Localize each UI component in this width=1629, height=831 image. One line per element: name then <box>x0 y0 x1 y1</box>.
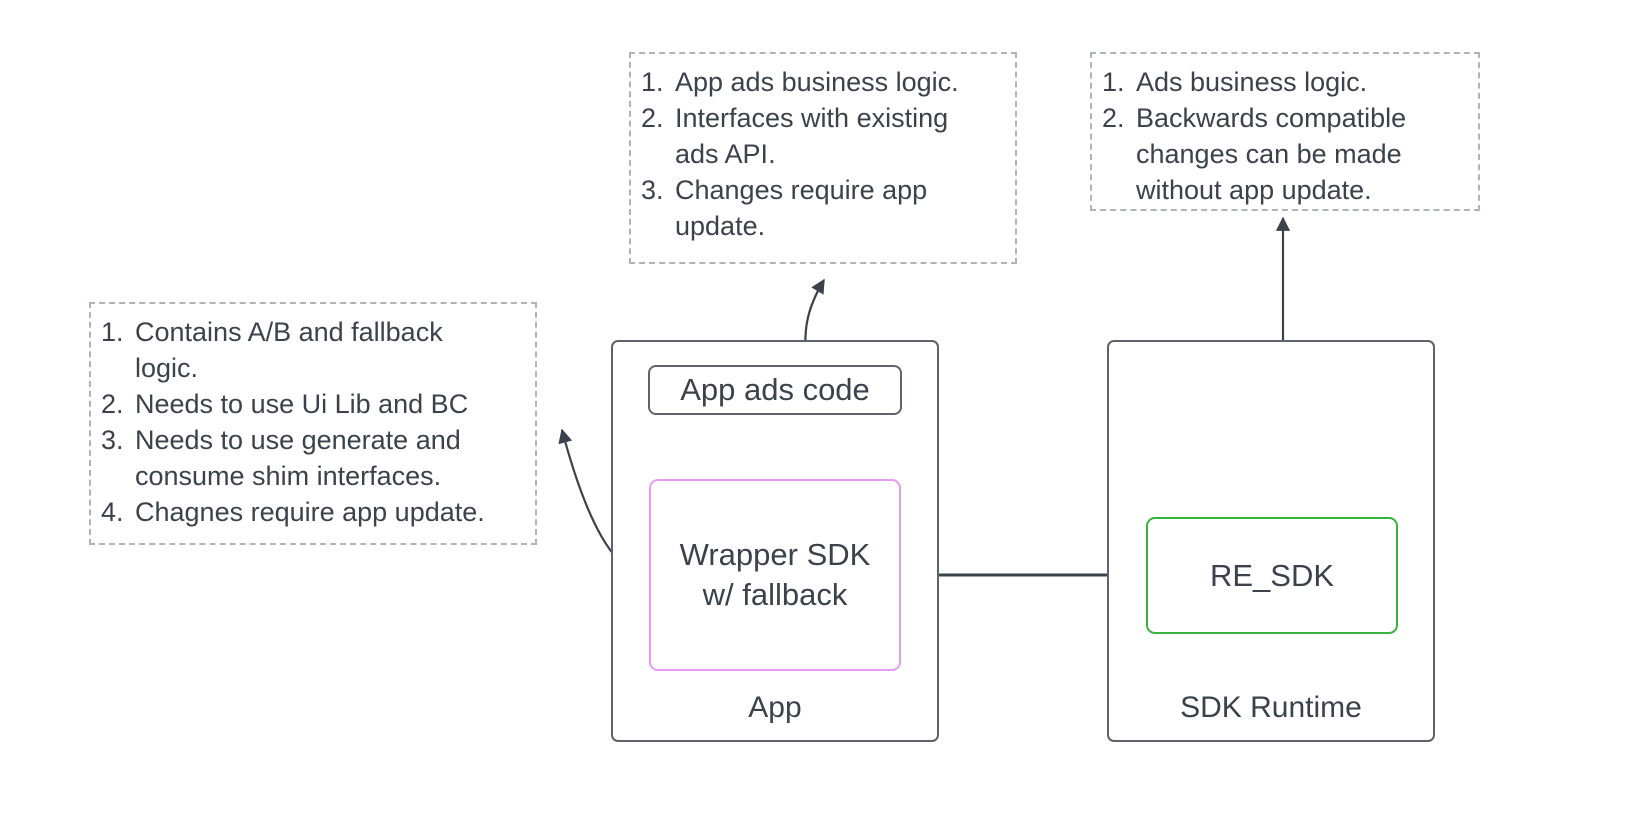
note-list-item: Ads business logic. <box>1102 64 1368 100</box>
container-sdk-runtime-label: SDK Runtime <box>1180 691 1362 724</box>
node-wrapper-sdk[interactable]: Wrapper SDK w/ fallback <box>649 479 901 671</box>
note-wrapper-sdk-list: Contains A/B and fallback logic. Needs t… <box>101 314 521 530</box>
note-app-ads-code: App ads business logic. Interfaces with … <box>629 52 1017 264</box>
note-re-sdk-list: Ads business logic. Backwards compatible… <box>1102 64 1464 208</box>
note-wrapper-sdk: Contains A/B and fallback logic. Needs t… <box>89 302 537 545</box>
note-list-item: Interfaces with existing ads API. <box>641 100 949 169</box>
note-list-item: Chagnes require app update. <box>101 494 485 530</box>
note-list-item: Backwards compatible changes can be made… <box>1102 100 1407 205</box>
node-re-sdk-label: RE_SDK <box>1209 557 1335 593</box>
container-app-label: App <box>748 691 802 724</box>
note-list-item: Needs to use Ui Lib and BC <box>101 386 469 422</box>
node-re-sdk[interactable]: RE_SDK <box>1146 517 1398 634</box>
note-list-item: Needs to use generate and consume shim i… <box>101 422 461 491</box>
note-list-item: Changes require app update. <box>641 172 928 241</box>
node-app-ads-code-label: App ads code <box>680 372 870 407</box>
note-list-item: App ads business logic. <box>641 64 959 100</box>
node-app-ads-code[interactable]: App ads code <box>648 365 902 415</box>
node-wrapper-sdk-label: Wrapper SDK w/ fallback <box>679 537 871 612</box>
note-list-item: Contains A/B and fallback logic. <box>101 314 443 383</box>
note-app-ads-code-list: App ads business logic. Interfaces with … <box>641 64 1001 244</box>
note-re-sdk: Ads business logic. Backwards compatible… <box>1090 52 1480 211</box>
